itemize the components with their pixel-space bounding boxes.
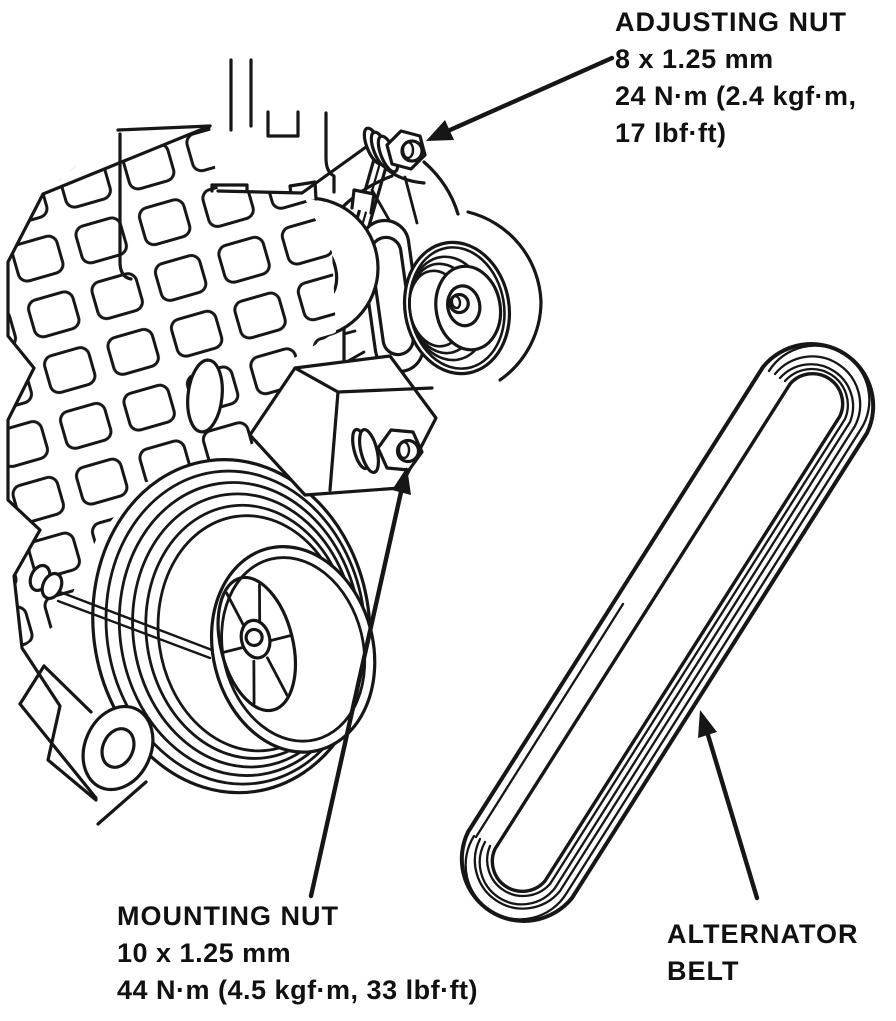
alternator-belt-drawing	[459, 342, 876, 923]
adjusting-nut-title: ADJUSTING NUT	[615, 7, 848, 37]
alternator-pulley	[402, 240, 512, 376]
mounting-nut-torque: 44 N·m (4.5 kgf·m, 33 lbf·ft)	[117, 975, 479, 1005]
pipe-boss	[81, 704, 155, 792]
alternator-belt-title-line2: BELT	[667, 956, 740, 986]
belt-ribs	[464, 344, 871, 921]
mounting-nut-arrow	[308, 467, 411, 899]
alternator-pulley-hub	[445, 284, 482, 328]
callout-arrows	[308, 55, 760, 901]
engine-front-details	[18, 563, 214, 826]
adjusting-nut-arrow	[426, 55, 615, 141]
alternator-belt-arrow	[698, 710, 760, 901]
callout-mounting-nut: MOUNTING NUT 10 x 1.25 mm 44 N·m (4.5 kg…	[117, 898, 478, 1009]
callout-alternator-belt: ALTERNATOR BELT	[667, 916, 859, 990]
alternator-belt-title-line1: ALTERNATOR	[667, 919, 859, 949]
engine-block	[6, 58, 382, 802]
crankshaft-pulley	[91, 458, 377, 795]
mounting-nut	[351, 427, 424, 475]
adjusting-nut-thread-size: 8 x 1.25 mm	[615, 44, 774, 74]
adjusting-nut	[362, 126, 460, 216]
mounting-nut-thread-size: 10 x 1.25 mm	[117, 938, 292, 968]
block-boss-teardrop	[186, 358, 224, 434]
mounting-nut-title: MOUNTING NUT	[117, 901, 339, 931]
adjusting-nut-torque-line2: 17 lbf·ft)	[615, 118, 727, 148]
adjusting-nut-torque-line1: 24 N·m (2.4 kgf·m,	[615, 81, 857, 111]
callout-adjusting-nut: ADJUSTING NUT 8 x 1.25 mm 24 N·m (2.4 kg…	[615, 4, 857, 152]
pulley-spokes	[222, 583, 292, 705]
